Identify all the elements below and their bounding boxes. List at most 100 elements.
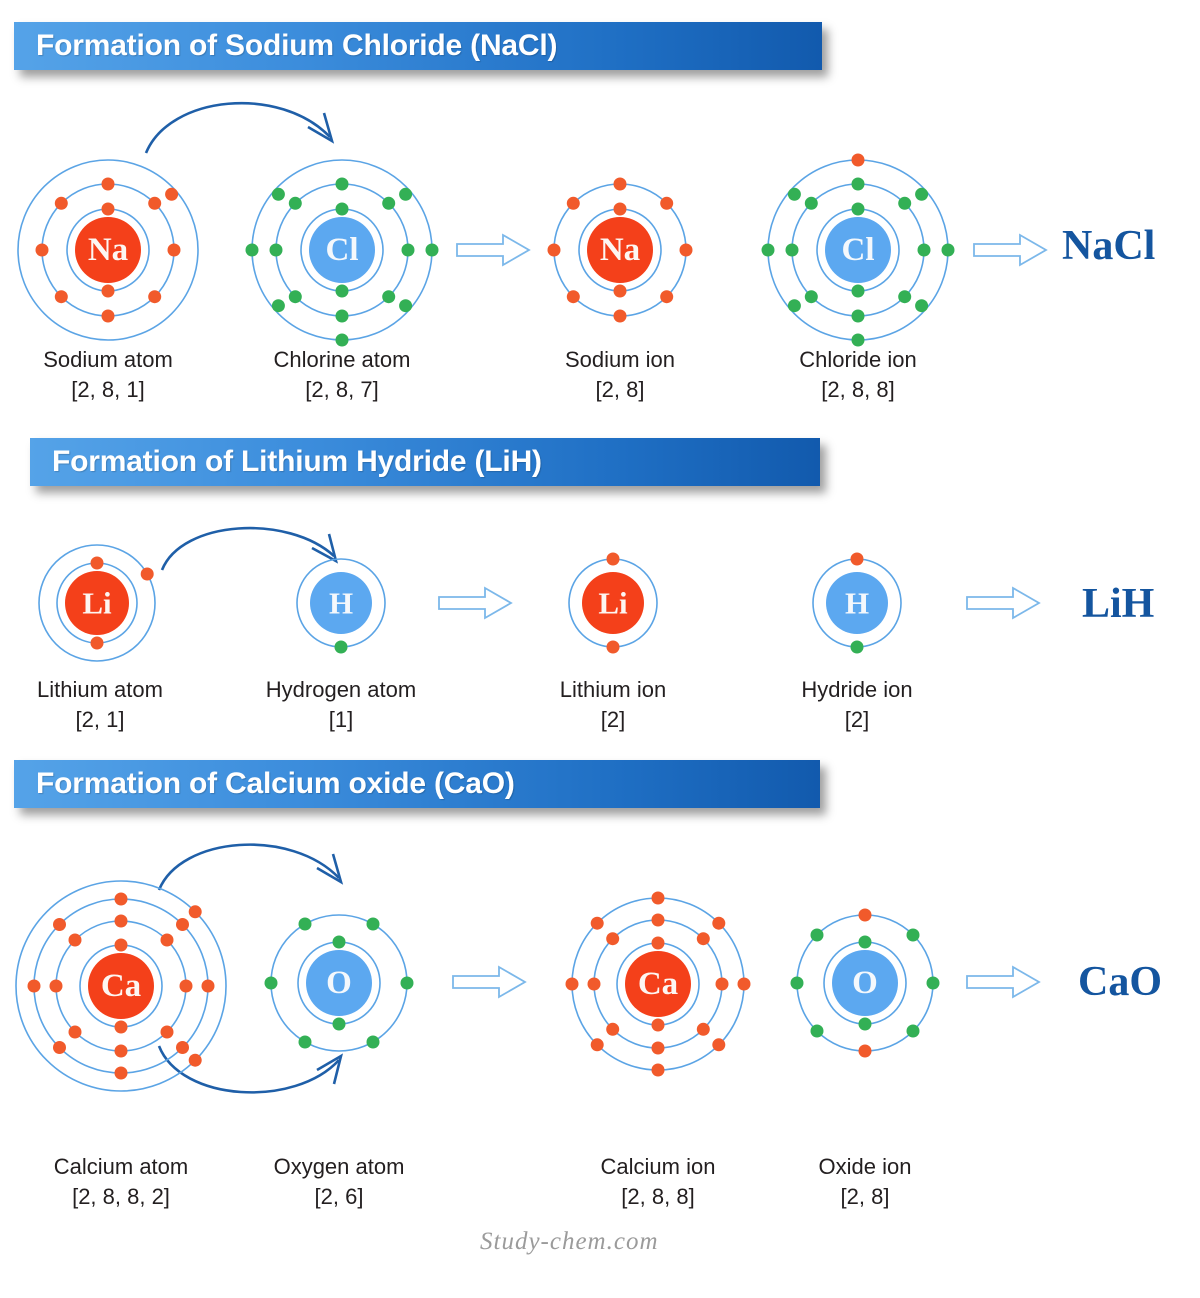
electrons-shell-1 (858, 935, 872, 1031)
shell-2 (38, 544, 156, 662)
electrons-shell-2 (35, 177, 181, 323)
electrons-shell-1 (850, 552, 864, 654)
electrons-shell-4 (188, 905, 202, 1067)
species-name: Chloride ion (799, 347, 917, 372)
nucleus-symbol: Na (600, 232, 640, 268)
section-title-text: Formation of Sodium Chloride (NaCl) (36, 29, 558, 62)
nucleus-symbol: Li (82, 586, 112, 621)
nucleus (625, 951, 691, 1017)
reaction-arrow-4 (965, 585, 1041, 621)
electrons-shell-2 (790, 908, 940, 1058)
section-title-nacl: Formation of Sodium Chloride (NaCl) (14, 22, 822, 70)
species-name: Hydrogen atom (265, 677, 417, 702)
label-oxygen-atom: Oxygen atom [2, 6] (239, 1152, 439, 1211)
species-config: [2, 8, 8] (621, 1183, 695, 1209)
nucleus (75, 217, 141, 283)
electron-transfer-arrow-ca-o-lower (155, 1038, 355, 1110)
nucleus (587, 217, 653, 283)
transferred-electron (851, 153, 865, 167)
species-name: Calcium atom (53, 1154, 189, 1179)
species-config: [1] (328, 706, 354, 732)
nucleus (310, 572, 372, 634)
electrons-shell-2 (269, 177, 415, 323)
nucleus-symbol: O (326, 965, 352, 1001)
species-name: Oxygen atom (273, 1154, 405, 1179)
electrons-shell-1 (651, 936, 665, 1032)
species-config: [2, 8, 1] (71, 376, 145, 402)
electrons-shell-2 (587, 913, 729, 1055)
label-hydride-ion: Hydride ion [2] (757, 675, 957, 734)
nucleus (309, 217, 375, 283)
electron-transfer-arrow-li-h (158, 512, 348, 574)
transferred-electron (850, 552, 864, 566)
transferred-electron (858, 908, 872, 922)
reaction-arrow-6 (965, 964, 1041, 1000)
nucleus (65, 571, 129, 635)
electrons-shell-1 (90, 556, 104, 650)
atom-diagram-oxygen-atom: O (261, 905, 417, 1061)
electrons-shell-3 (761, 153, 955, 347)
label-calcium-atom: Calcium atom [2, 8, 8, 2] (21, 1152, 221, 1211)
electrons-shell-2 (49, 914, 193, 1058)
atom-diagram-sodium-atom: Na (10, 152, 206, 348)
section-title-lih: Formation of Lithium Hydride (LiH) (30, 438, 820, 486)
electrons-shell-3 (245, 187, 439, 347)
species-config: [2, 1] (75, 706, 125, 732)
electron-transfer-arrow-na-cl (140, 85, 350, 155)
reaction-arrow-1 (455, 232, 531, 268)
label-oxide-ion: Oxide ion [2, 8] (765, 1152, 965, 1211)
nucleus-symbol: Ca (101, 968, 141, 1004)
electrons-shell-1 (851, 202, 865, 298)
atom-diagram-hydrogen-atom: H (290, 552, 392, 654)
label-sodium-ion: Sodium ion [2, 8] (520, 345, 720, 404)
electrons-shell-2 (264, 917, 414, 1049)
species-name: Calcium ion (600, 1154, 716, 1179)
label-calcium-ion: Calcium ion [2, 8, 8] (558, 1152, 758, 1211)
reaction-arrow-5 (451, 964, 527, 1000)
nucleus (826, 572, 888, 634)
electrons-shell-2 (140, 567, 154, 581)
electrons-shell-1 (335, 202, 349, 298)
atom-diagram-lithium-atom: Li (32, 538, 162, 668)
reaction-arrow-3 (437, 585, 513, 621)
species-config: [2, 8, 8, 2] (72, 1183, 170, 1209)
species-config: [2, 8] (595, 376, 645, 402)
section-title-text: Formation of Lithium Hydride (LiH) (52, 445, 542, 478)
nucleus-symbol: Li (598, 586, 628, 621)
species-config: [2, 8] (840, 1183, 890, 1209)
species-config: [2] (844, 706, 870, 732)
section-title-text: Formation of Calcium oxide (CaO) (36, 767, 515, 800)
watermark: Study-chem.com (480, 1228, 659, 1255)
nucleus (582, 572, 644, 634)
reaction-arrow-2 (972, 232, 1048, 268)
species-name: Chlorine atom (273, 347, 411, 372)
nucleus-symbol: Cl (326, 232, 359, 268)
species-name: Oxide ion (818, 1154, 912, 1179)
species-config: [2, 8, 7] (305, 376, 379, 402)
electron-transfer-arrow-ca-o-upper (155, 828, 355, 896)
nucleus-symbol: O (852, 965, 878, 1001)
atom-diagram-oxide-ion: O (787, 905, 943, 1061)
species-config: [2, 6] (314, 1183, 364, 1209)
electrons-shell-3 (165, 187, 179, 201)
nucleus (88, 953, 154, 1019)
species-name: Sodium atom (43, 347, 173, 372)
nucleus-symbol: Ca (638, 966, 678, 1002)
label-chloride-ion: Chloride ion [2, 8, 8] (758, 345, 958, 404)
atom-diagram-chlorine-atom: Cl (244, 152, 440, 348)
nucleus-symbol: H (845, 586, 869, 621)
nucleus (825, 217, 891, 283)
species-name: Lithium ion (559, 677, 667, 702)
product-formula-nacl: NaCl (1062, 223, 1156, 269)
label-sodium-atom: Sodium atom [2, 8, 1] (8, 345, 208, 404)
electrons-shell-2 (785, 177, 931, 323)
atom-diagram-calcium-atom: Ca (8, 873, 234, 1099)
product-formula-lih: LiH (1082, 581, 1155, 627)
electrons-shell-1 (334, 640, 348, 654)
nucleus-symbol: Cl (842, 232, 875, 268)
label-hydrogen-atom: Hydrogen atom [1] (241, 675, 441, 734)
species-name: Sodium ion (564, 347, 676, 372)
species-name: Lithium atom (37, 677, 163, 702)
electrons-shell-1 (114, 938, 128, 1034)
electrons-shell-1 (101, 202, 115, 298)
